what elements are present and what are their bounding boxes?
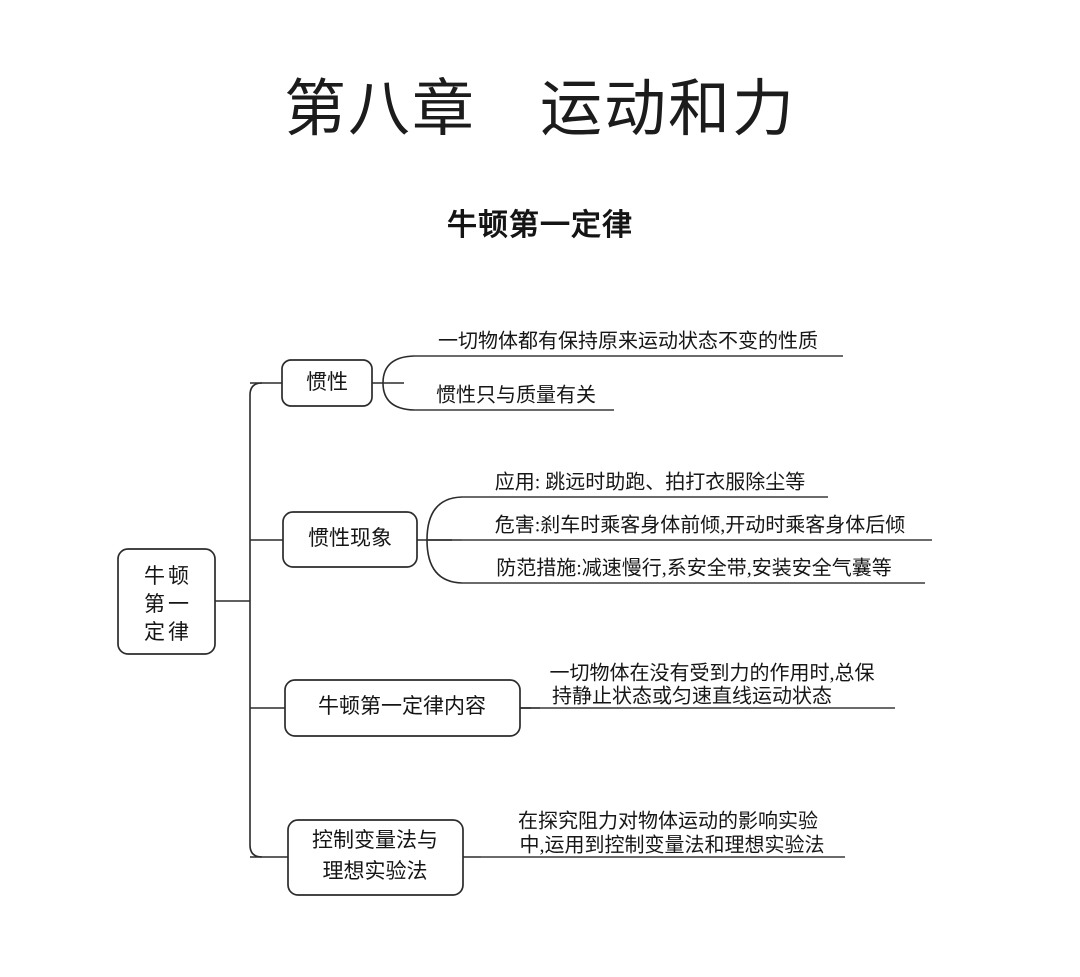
leaf-inertia-2: 惯性只与质量有关	[436, 384, 596, 407]
node-method-label-line-2: 理想实验法	[323, 859, 428, 883]
leaf-phenomena-2: 危害:刹车时乘客身体前倾,开动时乘客身体后倾	[495, 514, 906, 537]
node-root-label-line-3: 定律	[144, 620, 192, 644]
node-method[interactable]: 控制变量法与 理想实验法	[287, 819, 464, 896]
node-inertia-phenomena[interactable]: 惯性现象	[282, 511, 418, 568]
node-root-box[interactable]	[117, 548, 216, 655]
node-law-content[interactable]: 牛顿第一定律内容	[284, 679, 521, 737]
leaf-law-content-line-1: 一切物体在没有受到力的作用时,总保	[550, 662, 875, 685]
leaf-phenomena-1: 应用: 跳远时助跑、拍打衣服除尘等	[495, 471, 806, 494]
leaf-method-line-2: 中,运用到控制变量法和理想实验法	[520, 834, 825, 857]
leaf-method-line-1: 在探究阻力对物体运动的影响实验	[518, 810, 818, 833]
brace-phenomena-lower	[426, 539, 463, 584]
node-law-content-label: 牛顿第一定律内容	[318, 694, 486, 718]
node-inertia-phenomena-label: 惯性现象	[308, 526, 392, 550]
leaf-inertia-1: 一切物体都有保持原来运动状态不变的性质	[438, 330, 818, 353]
node-root-label-line-2: 第一	[144, 592, 192, 616]
node-root[interactable]: 牛顿 第一 定律	[117, 548, 216, 655]
node-inertia-label: 惯性	[306, 370, 348, 394]
brace-inertia	[382, 355, 415, 411]
node-root-label-line-1: 牛顿	[144, 564, 192, 588]
brace-phenomena-upper	[426, 496, 463, 541]
leaf-law-content-line-2: 持静止状态或匀速直线运动状态	[552, 685, 832, 708]
node-method-label-line-1: 控制变量法与	[312, 828, 438, 852]
node-inertia[interactable]: 惯性	[281, 359, 373, 407]
trunk-spine	[249, 382, 263, 858]
leaf-phenomena-3: 防范措施:减速慢行,系安全带,安装安全气囊等	[496, 557, 892, 580]
chapter-title: 第八章 运动和力	[283, 72, 796, 145]
section-title: 牛顿第一定律	[447, 209, 633, 242]
